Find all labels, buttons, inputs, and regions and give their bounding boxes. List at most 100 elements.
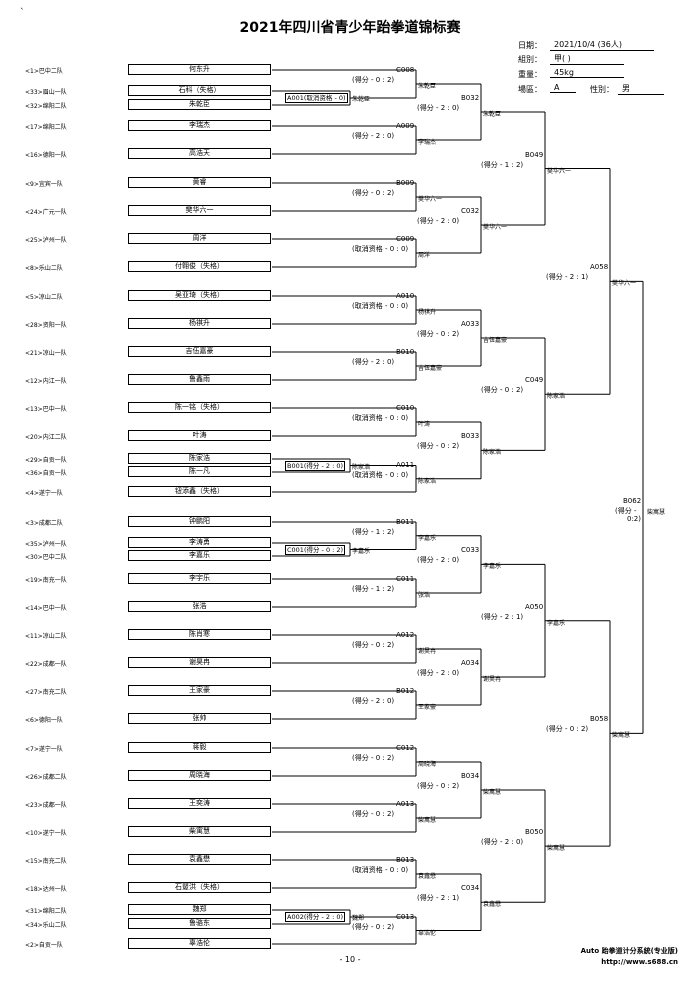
entrant-box: 杨祺升 [128, 318, 271, 329]
match-code: B050 [525, 828, 544, 837]
match-score: (取消资格 - 0 : 0) [352, 414, 409, 422]
entrant-box: 陈肖寒 [128, 629, 271, 640]
system-name: Auto 跆拳道计分系統(专业版) [580, 947, 678, 955]
entrant-box: 朱乾臣 [128, 99, 271, 110]
match-winner: 朱乾臣 [418, 83, 437, 90]
match-winner: 吉伍嘉豪 [418, 365, 443, 372]
prelim-code: B001(得分 - 2 : 0) [285, 460, 346, 471]
match-score: (得分 - 0 : 2) [352, 189, 395, 197]
match-code: B011 [396, 517, 415, 526]
match-code: A058 [590, 263, 609, 272]
entrant-box: 李宇乐 [128, 573, 271, 584]
entrant-box: 何东升 [128, 64, 271, 75]
page-title: 2021年四川省青少年跆拳道锦标赛 [239, 20, 461, 36]
match-winner: 李瑞杰 [418, 139, 437, 146]
match-score: (得分 - 2 : 0) [417, 556, 460, 565]
entrant-box: 鲁鑫雨 [128, 374, 271, 385]
team-seed: <24>广元一队 [25, 209, 67, 216]
entrant-box: 吴亚琦（失格） [128, 290, 271, 301]
entrant-box: 周洋 [128, 233, 271, 244]
match-code: B012 [396, 687, 415, 695]
entrant-box: 周晓海 [128, 770, 271, 781]
match-code: A050 [525, 602, 544, 611]
team-seed: <4>遂宁一队 [25, 490, 63, 497]
prelim-code: A001(取消资格 - 0) [285, 93, 348, 103]
team-seed: <29>自贡一队 [25, 457, 67, 464]
match-code: A011 [396, 460, 415, 469]
final-score-a: (得分 - [615, 507, 637, 516]
team-seed: <22>成都一队 [25, 661, 67, 668]
entrant-box: 李嘉乐 [128, 550, 271, 561]
match-winner: 陈家浩 [483, 449, 502, 457]
entrant-box: 柴寓慧 [128, 826, 271, 837]
team-seed: <12>内江一队 [25, 378, 67, 385]
venue-value: A [550, 83, 576, 93]
team-seed: <32>绵阳二队 [25, 103, 67, 110]
match-code: A034 [461, 659, 480, 667]
weight-value: 45kg [550, 68, 624, 78]
match-score: (取消资格 - 0 : 0) [352, 470, 409, 479]
match-code: C010 [396, 404, 415, 412]
team-seed: <16>德阳一队 [25, 152, 67, 159]
prelim-winner: 朱乾臣 [352, 96, 371, 103]
entrant-box: 陈家浩 [128, 453, 271, 464]
match-code: C011 [396, 575, 415, 583]
match-winner: 李嘉乐 [547, 619, 566, 627]
match-winner: 吉伍嘉豪 [483, 337, 508, 344]
team-seed: <30>巴中二队 [25, 554, 67, 561]
prelim-code: C001(得分 - 0 : 2) [285, 544, 346, 555]
team-seed: <7>遂宁一队 [25, 746, 63, 753]
team-seed: <36>自贡一队 [25, 470, 67, 477]
match-score: (得分 - 0 : 2) [546, 725, 589, 734]
entrant-box: 付翱俊（失格） [128, 261, 271, 272]
team-seed: <26>成都二队 [25, 774, 67, 781]
team-seed: <5>凉山二队 [25, 294, 63, 301]
match-winner: 柴寓慧 [547, 845, 566, 853]
match-score: (得分 - 0 : 2) [352, 754, 395, 762]
match-winner: 周洋 [418, 252, 431, 259]
entrant-box: 王家豪 [128, 685, 271, 696]
match-code: C009 [396, 235, 415, 243]
match-winner: 柴寓慧 [483, 789, 502, 796]
match-code: C013 [396, 912, 415, 921]
final-score-b: 0:2) [627, 515, 641, 524]
match-winner: 朱乾臣 [483, 111, 502, 118]
entrant-box: 吉伍嘉豪 [128, 346, 271, 357]
date-label: 日期： [518, 41, 542, 50]
entrant-box: 陈一凡 [128, 466, 271, 477]
system-url: http://www.s688.cn [601, 958, 678, 966]
entrant-box: 石鼙洪（失格） [128, 882, 271, 893]
match-winner: 陈家浩 [418, 477, 437, 485]
entrant-box: 樊华六一 [128, 205, 271, 216]
team-seed: <13>巴中一队 [25, 406, 67, 413]
entrant-box: 蒋毅 [128, 742, 271, 753]
match-score: (得分 - 1 : 2) [352, 585, 395, 593]
champion-name: 柴寓慧 [647, 509, 666, 517]
gender-label: 性別： [590, 85, 614, 94]
match-winner: 王家豪 [418, 704, 437, 711]
team-seed: <2>自贡一队 [25, 942, 63, 949]
match-score: (得分 - 2 : 0) [352, 358, 395, 366]
team-seed: <35>泸州一队 [25, 541, 67, 548]
match-winner: 谢昊冉 [418, 648, 437, 655]
group-label: 組別： [518, 55, 542, 64]
team-seed: <3>成都二队 [25, 520, 63, 527]
match-winner: 袁鑫懋 [418, 873, 437, 880]
team-seed: <25>泸州一队 [25, 237, 67, 244]
match-code: B032 [461, 94, 480, 102]
page-number: - 10 - [339, 955, 361, 964]
team-seed: <33>眉山一队 [25, 89, 67, 96]
entrant-box: 李涛勇 [128, 537, 271, 548]
prelim-code: A002(得分 - 2 : 0) [285, 912, 345, 922]
match-code: B010 [396, 348, 415, 356]
entrant-box: 张帅 [128, 713, 271, 724]
prelim-winner: 陈家浩 [352, 463, 371, 471]
match-score: (得分 - 2 : 1) [417, 894, 460, 903]
match-code: B058 [590, 715, 609, 724]
entrant-box: 黄睿 [128, 177, 271, 188]
match-code: A009 [396, 122, 415, 130]
team-seed: <34>乐山二队 [25, 922, 67, 929]
match-winner: 张浩 [418, 592, 431, 599]
match-winner: 陈家浩 [547, 393, 566, 401]
